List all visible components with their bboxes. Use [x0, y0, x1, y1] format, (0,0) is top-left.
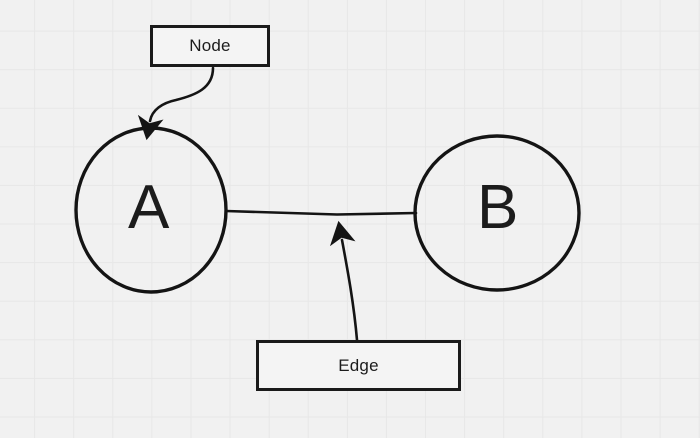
edge-line-a-b[interactable] [224, 209, 418, 216]
annotation-box-edge-label: Edge [338, 355, 379, 375]
node-label-b: B [477, 173, 519, 242]
annotation-box-edge[interactable]: Edge [256, 340, 461, 391]
annotation-box-node-label: Node [189, 36, 231, 55]
annotation-box-node[interactable]: Node [150, 25, 270, 67]
annotation-arrow-edge [329, 220, 359, 342]
annotation-arrow-node [137, 66, 215, 141]
node-label-a: A [128, 173, 170, 242]
